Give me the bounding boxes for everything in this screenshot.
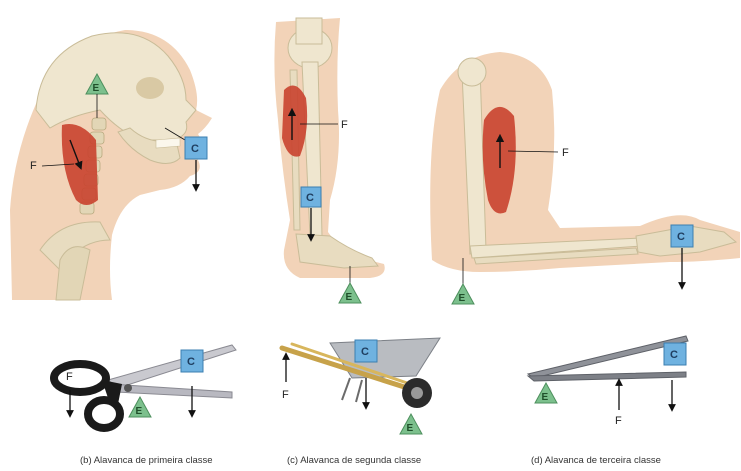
svg-text:E: E <box>136 406 143 417</box>
force-label-head: F <box>30 160 37 172</box>
scissors-illustration: F E C <box>54 345 236 428</box>
load-marker-tweezers: C <box>664 343 686 365</box>
load-marker-head: C <box>185 137 207 159</box>
svg-text:E: E <box>542 392 549 403</box>
fulcrum-marker-tweezers: E <box>535 383 557 403</box>
tweezers-illustration: E F C <box>528 336 688 427</box>
svg-text:C: C <box>191 143 199 155</box>
leg-foot-illustration: F C E <box>274 18 384 303</box>
head-neck-illustration: F E C <box>10 30 212 300</box>
svg-text:E: E <box>407 423 414 434</box>
svg-text:C: C <box>361 346 369 358</box>
svg-text:E: E <box>346 292 353 303</box>
force-label-arm: F <box>562 147 569 159</box>
load-marker-arm: C <box>671 225 693 247</box>
load-marker-leg: C <box>301 187 321 207</box>
svg-text:C: C <box>670 349 678 361</box>
load-marker-wheelbarrow: C <box>355 340 377 362</box>
arm-illustration: F C E <box>430 52 740 304</box>
svg-text:E: E <box>459 293 466 304</box>
fulcrum-marker-leg: E <box>339 283 361 303</box>
force-label-scissors: F <box>66 371 73 383</box>
caption-first-class: (b) Alavanca de primeira classe <box>80 455 213 466</box>
svg-text:C: C <box>187 356 195 368</box>
svg-text:C: C <box>677 231 685 243</box>
caption-third-class: (d) Alavanca de terceira classe <box>531 455 661 466</box>
load-marker-scissors: C <box>181 350 203 372</box>
force-label-wheelbarrow: F <box>282 389 289 401</box>
force-label-leg: F <box>341 119 348 131</box>
fulcrum-marker-arm: E <box>452 284 474 304</box>
wheelbarrow-illustration: C F E <box>282 338 440 434</box>
caption-second-class: (c) Alavanca de segunda classe <box>287 455 421 466</box>
force-label-tweezers: F <box>615 415 622 427</box>
fulcrum-marker-wheelbarrow: E <box>400 414 422 434</box>
svg-text:C: C <box>306 192 314 204</box>
fulcrum-marker-scissors: E <box>129 397 151 417</box>
svg-text:E: E <box>93 83 100 94</box>
